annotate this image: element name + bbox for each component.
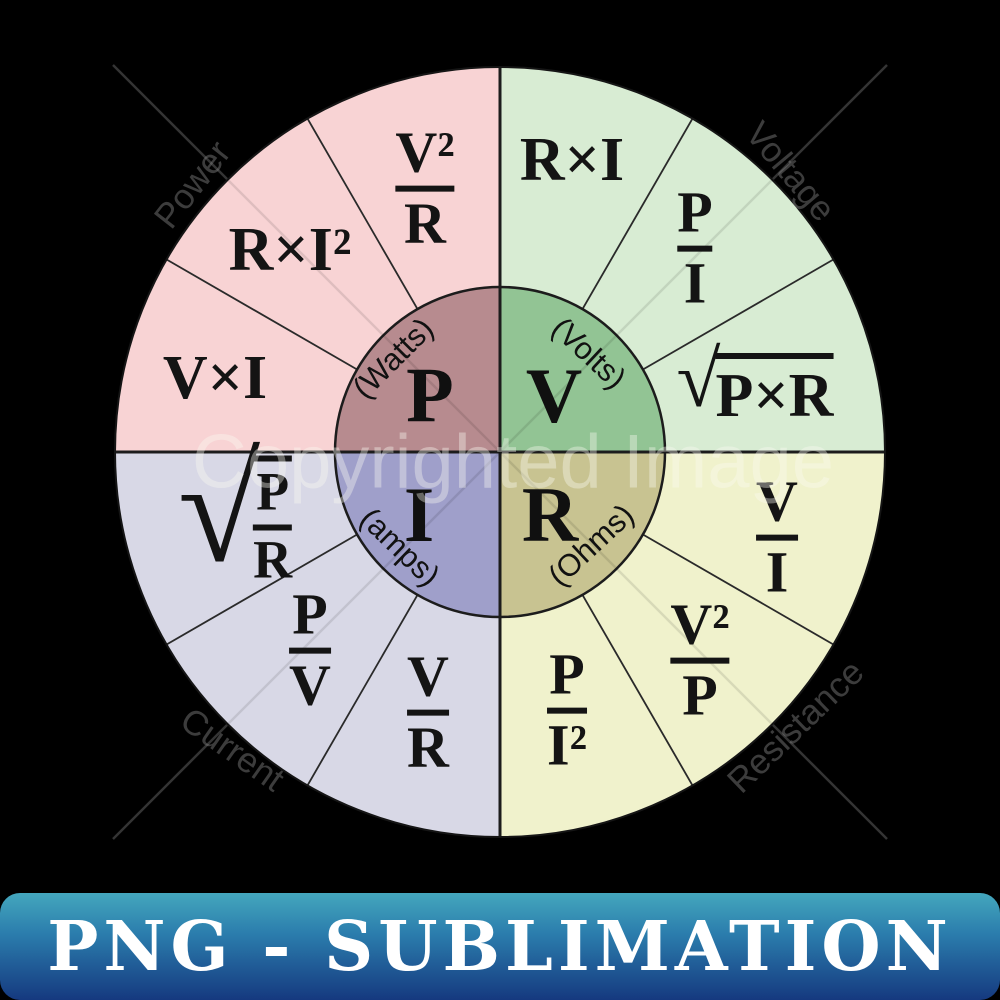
fraction-denominator: V	[289, 653, 331, 718]
hub-letter-resistance: R	[521, 471, 579, 558]
watermark-copyrighted-image: Copyrighted Image	[191, 419, 835, 505]
hub-watts	[335, 287, 500, 452]
hub-letter-voltage: V	[525, 352, 583, 439]
fraction-numerator: P	[256, 461, 290, 522]
fraction-bar	[407, 710, 449, 716]
formula-current-sqrt-p-over-r: √ P R	[178, 436, 293, 591]
fraction-denominator: I	[765, 540, 789, 605]
formula-resistance-p-over-i-squared: P I²	[547, 641, 587, 778]
formula-power-r-times-i-squared: R×I²	[228, 216, 352, 284]
formula-current-p-over-v: P V	[289, 581, 331, 718]
radicand-fraction: P R	[253, 455, 293, 590]
wheel-outline	[114, 66, 886, 838]
fraction-numerator: V²	[670, 591, 730, 657]
formula-voltage-sqrt-p-times-r: √ P×R	[677, 340, 834, 427]
fraction-numerator: V²	[395, 119, 455, 185]
fraction-bar	[756, 535, 798, 541]
fraction-numerator: P	[677, 179, 713, 245]
fraction-denominator: R	[404, 191, 446, 256]
fraction-numerator: V	[756, 468, 798, 534]
watermark-diagonal-overlay	[112, 64, 888, 840]
hub-amps	[335, 452, 500, 617]
radical-sign: √	[676, 336, 721, 424]
fraction-bar	[670, 658, 730, 664]
formula-power-v-times-i: V×I	[162, 344, 268, 412]
fraction-denominator: R	[407, 715, 449, 780]
ring-amps	[115, 452, 500, 837]
hub-volts	[500, 287, 665, 452]
radicand: P×R	[715, 353, 834, 427]
fraction-numerator: V	[407, 643, 449, 709]
formula-resistance-v-squared-over-p: V² P	[670, 591, 730, 728]
formula-power-v-squared-over-r: V² R	[395, 119, 455, 256]
formula-voltage-r-times-i: R×I	[519, 126, 625, 194]
watermark-diagonal-overlay	[112, 64, 888, 840]
fraction-denominator: I	[683, 251, 707, 316]
hub-letter-current: I	[403, 471, 435, 558]
formula-voltage-p-over-i: P I	[677, 179, 713, 316]
fraction-denominator: R	[253, 529, 293, 590]
banner-label: PNG - SUBLIMATION	[47, 906, 953, 987]
fraction-bar	[289, 648, 331, 654]
sublimation-banner: PNG - SUBLIMATION	[0, 893, 1000, 1000]
fraction-bar	[253, 524, 293, 531]
fraction-denominator: I²	[547, 713, 587, 778]
fraction-bar	[395, 186, 455, 192]
fraction-bar	[677, 246, 713, 252]
sector-dividers	[166, 118, 834, 786]
formula-current-v-over-r: V R	[407, 643, 449, 780]
fraction-numerator: P	[549, 641, 585, 707]
hub-ohms	[500, 452, 665, 617]
fraction-bar	[547, 708, 587, 714]
hub-letter-power: P	[406, 351, 454, 438]
radical-sign: √	[177, 427, 261, 594]
fraction-denominator: P	[682, 663, 718, 728]
ring-watts	[115, 67, 500, 452]
formula-resistance-v-over-i: V I	[756, 468, 798, 605]
ring-ohms	[500, 452, 885, 837]
hub-outline	[333, 285, 667, 619]
fraction-numerator: P	[292, 581, 328, 647]
